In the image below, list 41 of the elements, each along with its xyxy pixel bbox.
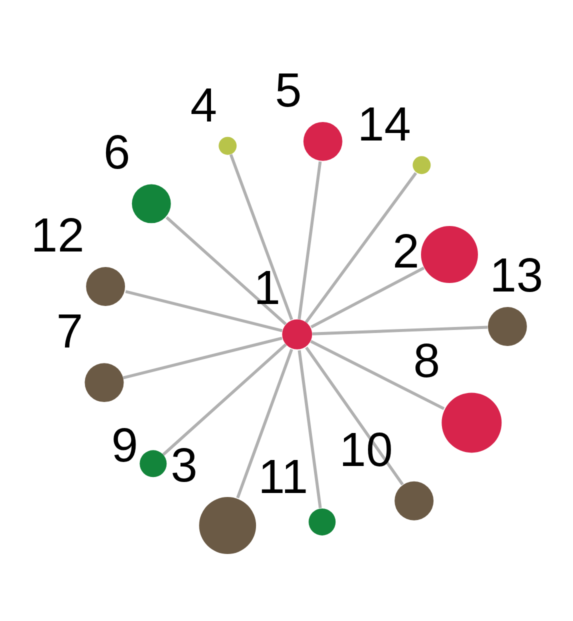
node-label: 10 [338,423,392,476]
connector [297,350,322,508]
connector [312,325,488,335]
node-circle [218,136,236,154]
node-label: 1 [253,261,280,314]
node-circle [84,362,124,402]
node-circle [131,184,170,223]
node-circle [420,226,478,283]
connector [124,290,282,332]
connector [297,160,322,319]
node-label: 14 [357,98,410,152]
connector [310,339,444,410]
connector [304,346,404,485]
node-label: 13 [489,248,543,302]
node-label: 2 [392,224,419,278]
connector [162,342,286,456]
node-circle [139,450,166,477]
node-label: 6 [103,126,130,180]
connector [310,266,424,328]
node-circle [282,318,312,349]
node-label: 5 [274,64,302,117]
connector [122,336,282,379]
node-circle [302,121,342,160]
node-label: 7 [56,304,83,358]
node-label: 3 [170,438,197,492]
connector [236,348,293,498]
node-circle [198,496,256,554]
node-circle [487,306,526,346]
connector [304,172,417,323]
node-circle [86,266,125,306]
node-circle [308,508,336,535]
node-label: 8 [412,334,440,388]
node-circle [441,392,502,452]
node-label: 11 [258,450,308,504]
node-label: 9 [110,419,138,472]
connector [228,153,293,320]
node-circle [412,156,430,174]
node-label: 12 [30,208,84,262]
connector [165,216,286,325]
node-label: 4 [190,78,216,132]
node-circle [394,480,434,520]
